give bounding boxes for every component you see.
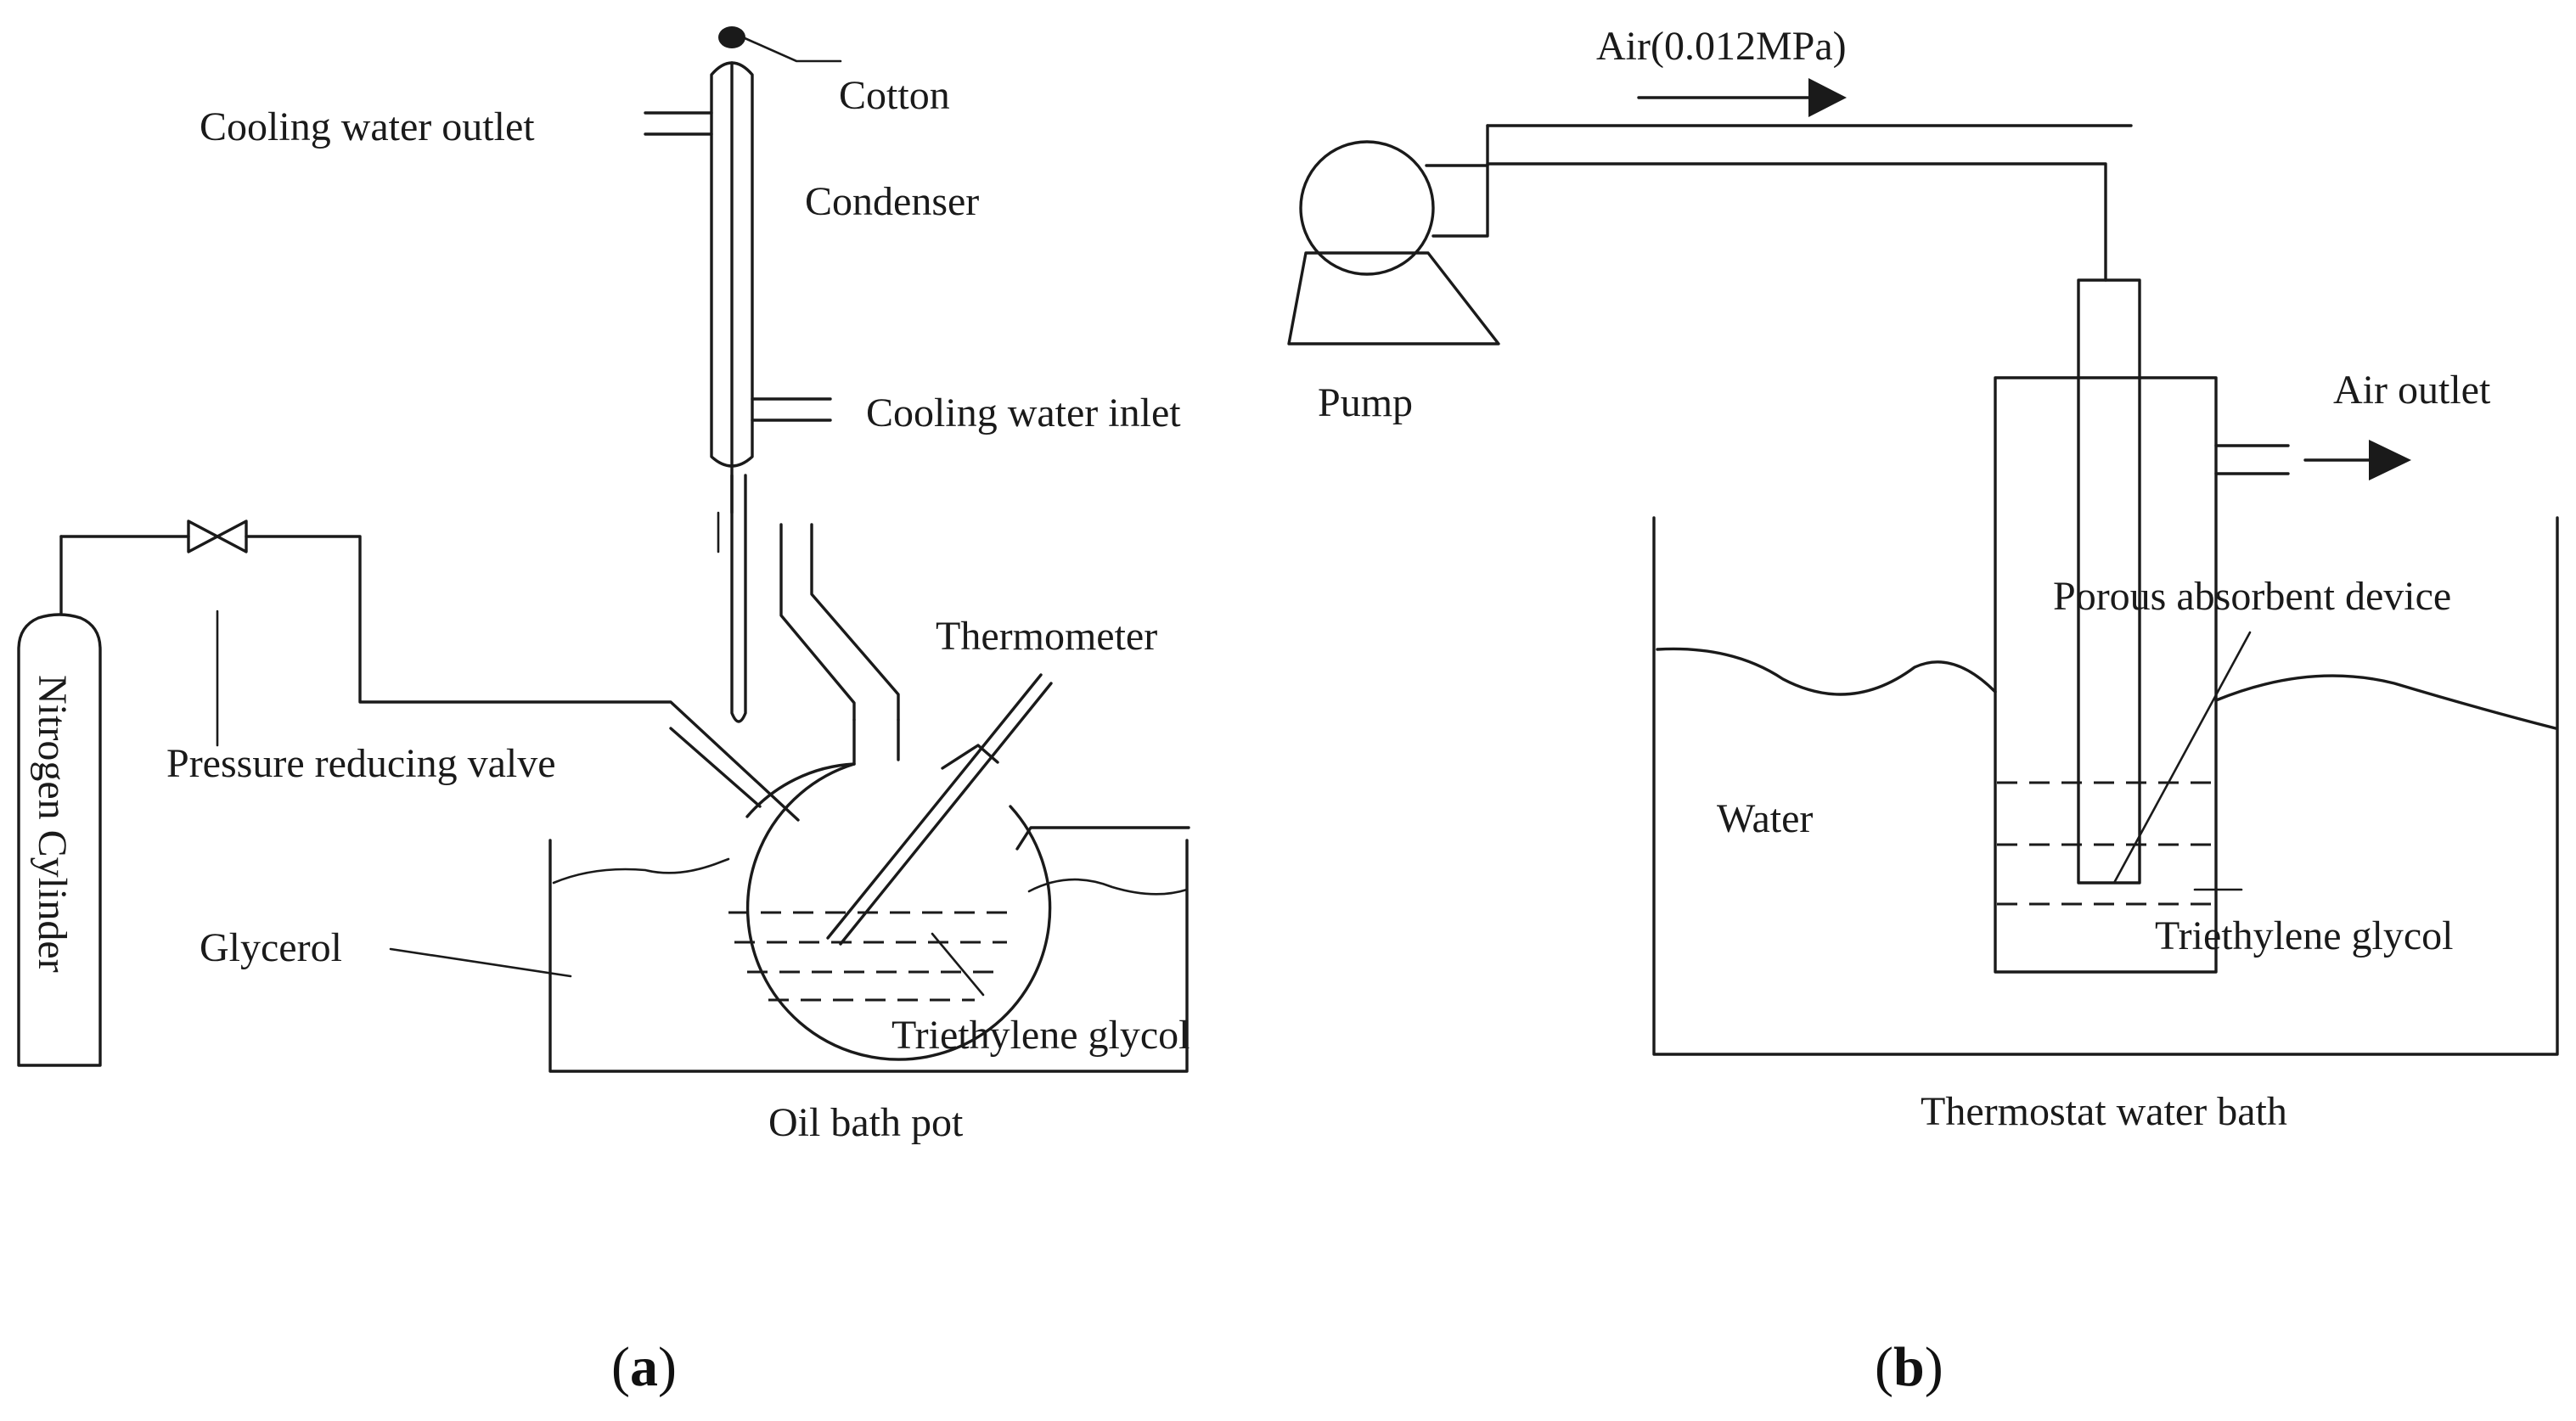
panel-b-caption: (b) (1875, 1336, 1943, 1398)
air-line (1486, 78, 2133, 282)
nitrogen-gas-line (59, 535, 800, 822)
air-outlet-arrow-head (2369, 440, 2411, 480)
cooling-water-outlet-label: Cooling water outlet (200, 104, 535, 149)
condenser-side-arm (779, 523, 900, 722)
round-bottom-flask (728, 718, 1052, 1061)
porous-absorbent-device-label: Porous absorbent device (2053, 574, 2451, 619)
oil-bath-pot (548, 826, 1190, 1073)
absorption-vessel (1994, 278, 2411, 974)
condenser (644, 26, 842, 723)
nitrogen-cylinder-label: Nitrogen Cylinder (30, 675, 75, 973)
cooling-water-inlet-label: Cooling water inlet (866, 390, 1181, 435)
water-label: Water (1717, 796, 1813, 841)
pump-label: Pump (1318, 380, 1413, 425)
triethylene-glycol-label-a: Triethylene glycol (891, 1013, 1190, 1058)
triethylene-glycol-label-b: Triethylene glycol (2155, 913, 2454, 958)
condenser-label: Condenser (805, 179, 979, 224)
cotton-plug (718, 26, 745, 48)
oil-bath-pot-label: Oil bath pot (768, 1100, 964, 1145)
air-in-label: Air(0.012MPa) (1596, 24, 1847, 69)
air-in-arrow-head (1808, 78, 1847, 117)
cotton-label: Cotton (839, 73, 950, 118)
thermometer (826, 673, 1053, 997)
nitrogen-cylinder (17, 535, 102, 1067)
panel-a: Cotton Cooling water outlet Condenser Co… (17, 26, 1190, 1398)
air-outlet-label: Air outlet (2333, 368, 2491, 413)
glycerol-label: Glycerol (200, 925, 342, 970)
pressure-reducing-valve-label: Pressure reducing valve (166, 741, 556, 786)
panel-b: Air(0.012MPa) Pump Air outlet Porous abs… (1287, 24, 2559, 1398)
pump (1287, 124, 1500, 345)
panel-a-caption: (a) (611, 1336, 677, 1398)
thermometer-label: Thermometer (936, 614, 1157, 659)
pressure-reducing-valve (187, 520, 248, 747)
thermostat-water-bath (1652, 516, 2559, 1056)
glycerol-leader (389, 947, 572, 978)
thermostat-water-bath-label: Thermostat water bath (1921, 1089, 2287, 1134)
